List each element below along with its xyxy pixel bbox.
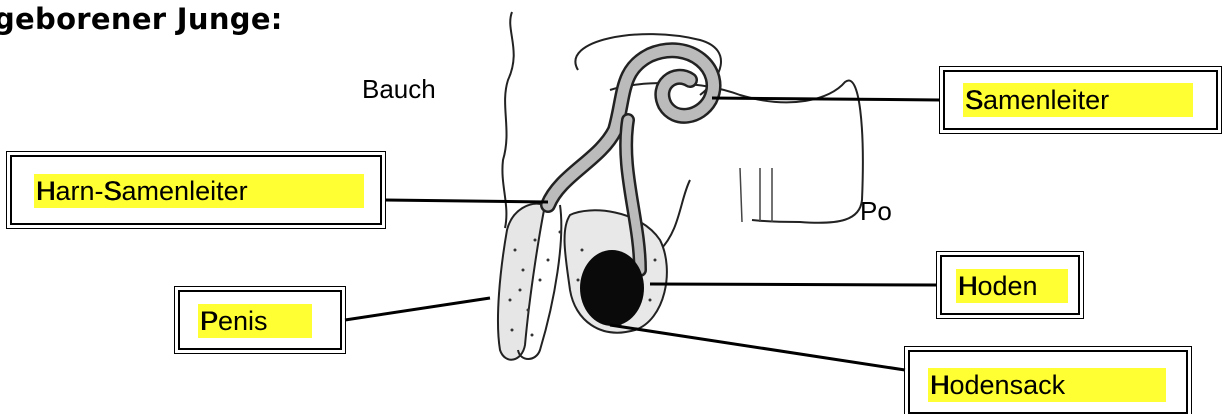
buttock-fold bbox=[740, 168, 772, 222]
label-rest: odensack bbox=[950, 370, 1066, 400]
label-hodensack: Hodensack bbox=[928, 368, 1166, 402]
belly-outline bbox=[502, 12, 513, 228]
leader-penis bbox=[345, 298, 490, 320]
label-rest: oden bbox=[978, 271, 1038, 301]
leader-hoden bbox=[650, 284, 937, 285]
label-initial: H bbox=[930, 370, 950, 400]
label-harn-samenleiter: Harn-Samenleiter bbox=[34, 174, 364, 208]
leader-hodensack bbox=[610, 325, 905, 370]
label-box-hodensack: Hodensack bbox=[908, 350, 1188, 414]
label-penis: Penis bbox=[198, 304, 312, 338]
label-box-hoden: Hoden bbox=[940, 255, 1080, 315]
leader-harn-samenleiter bbox=[385, 200, 548, 202]
label-initial: S bbox=[965, 85, 983, 115]
testis-shape bbox=[580, 250, 644, 326]
perineum-outline bbox=[660, 180, 690, 250]
leader-samenleiter bbox=[712, 98, 940, 100]
back-outline bbox=[610, 80, 863, 222]
label-initial: H bbox=[958, 271, 978, 301]
label-box-samenleiter: Samenleiter bbox=[943, 70, 1218, 130]
label-rest: enis bbox=[218, 306, 268, 336]
label-rest: amenleiter bbox=[983, 85, 1109, 115]
label-initial: P bbox=[200, 306, 218, 336]
label-initial-2: S bbox=[104, 176, 122, 206]
label-initial: H bbox=[36, 176, 56, 206]
label-middle: arn- bbox=[56, 176, 104, 206]
label-box-harn-samenleiter: Harn-Samenleiter bbox=[10, 155, 382, 225]
label-box-penis: Penis bbox=[178, 290, 342, 350]
label-hoden: Hoden bbox=[956, 269, 1068, 303]
label-samenleiter: Samenleiter bbox=[963, 83, 1193, 117]
label-rest: amenleiter bbox=[122, 176, 248, 206]
